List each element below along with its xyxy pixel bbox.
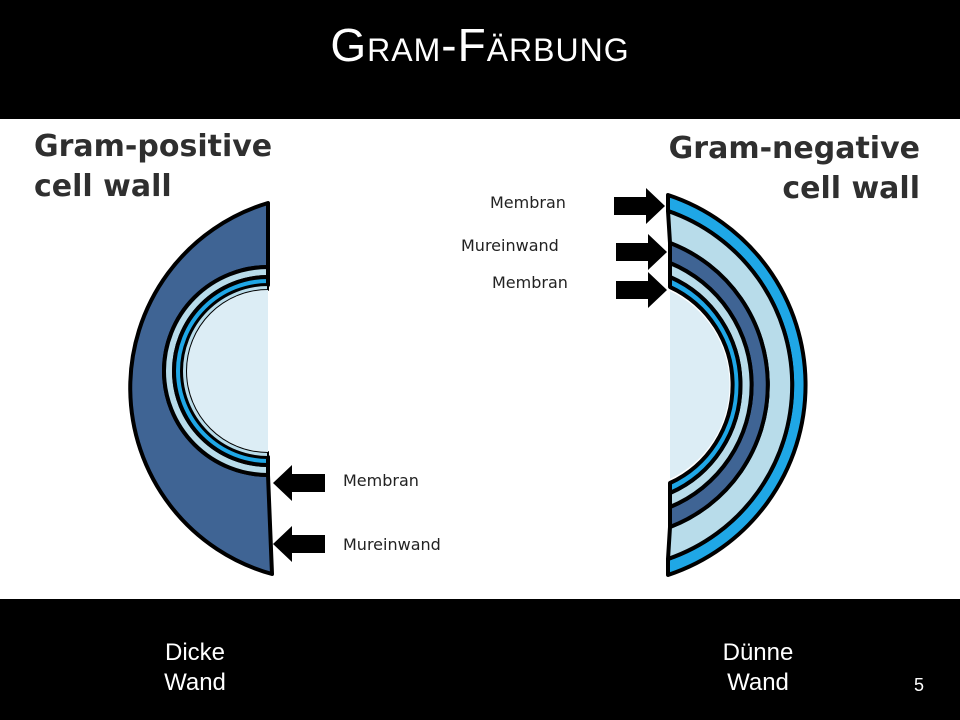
gram-positive-heading-line1: Gram-positive xyxy=(34,129,273,164)
gram-positive-heading: Gram-positive cell wall xyxy=(34,127,272,207)
label-negative-outer-membrane: Membran xyxy=(490,193,566,212)
gram-negative-cell xyxy=(666,193,808,577)
gram-negative-heading-line2: cell wall xyxy=(782,171,920,206)
label-positive-membrane: Membran xyxy=(343,471,419,490)
diagram-panel: Gram-positive cell wall Gram-negative ce… xyxy=(0,119,960,599)
arrow-negative-inner-membrane xyxy=(616,272,667,308)
page-number: 5 xyxy=(913,675,924,695)
positive-cytoplasm xyxy=(187,290,268,452)
label-negative-murein: Mureinwand xyxy=(461,236,559,255)
label-negative-inner-membrane: Membran xyxy=(492,273,568,292)
caption-thin-line1: Dünne xyxy=(722,639,794,666)
arrow-negative-outer-membrane xyxy=(614,188,665,224)
arrows xyxy=(273,188,667,562)
arrow-positive-membrane xyxy=(273,465,325,501)
gram-negative-heading: Gram-negative cell wall xyxy=(669,129,920,209)
gram-positive-cell xyxy=(128,201,274,576)
label-positive-murein: Mureinwand xyxy=(343,535,441,554)
gram-positive-heading-line2: cell wall xyxy=(34,169,172,204)
caption-thin-wall: Dünne Wand xyxy=(698,638,818,698)
arrow-positive-murein xyxy=(273,526,325,562)
slide-title: Gram-Färbung xyxy=(330,19,630,71)
caption-thin-line2: Wand xyxy=(727,669,789,696)
arrow-negative-murein xyxy=(616,234,667,270)
caption-thick-line1: Dicke xyxy=(164,639,225,666)
negative-cytoplasm xyxy=(670,291,730,479)
gram-negative-heading-line1: Gram-negative xyxy=(668,131,920,166)
cell-wall-diagram xyxy=(128,188,808,577)
caption-thick-wall: Dicke Wand xyxy=(135,638,255,698)
caption-thick-line2: Wand xyxy=(164,669,226,696)
